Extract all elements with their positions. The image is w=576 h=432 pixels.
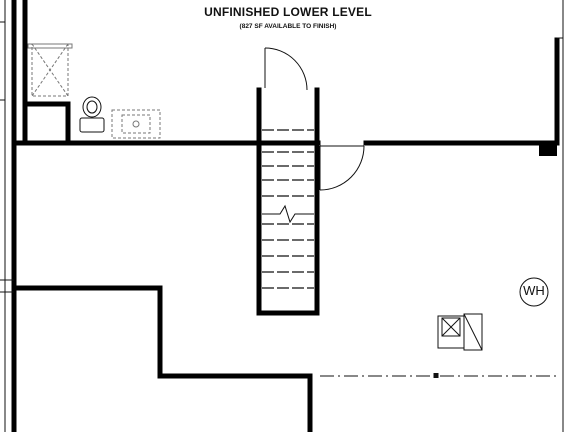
plan-subtitle: (827 SF AVAILABLE TO FINISH) <box>239 23 337 30</box>
vanity-sink-icon <box>111 109 161 139</box>
stair-treads <box>262 129 314 289</box>
mechanical-box-icon <box>27 43 73 97</box>
future-wall-marker <box>433 373 439 378</box>
stair-enclosure <box>256 87 320 316</box>
door-swing-icon <box>319 145 365 191</box>
toilet-icon <box>79 96 105 133</box>
lower-room-wall <box>11 285 313 432</box>
stair-break-icon <box>262 204 314 224</box>
water-heater-label: WH <box>523 283 545 298</box>
walls <box>11 0 560 432</box>
mechanical-unit <box>437 313 483 351</box>
plan-title: UNFINISHED LOWER LEVEL <box>204 5 372 19</box>
water-heater-symbol <box>519 277 549 307</box>
door-swing-icon <box>264 47 308 91</box>
column <box>539 143 557 156</box>
